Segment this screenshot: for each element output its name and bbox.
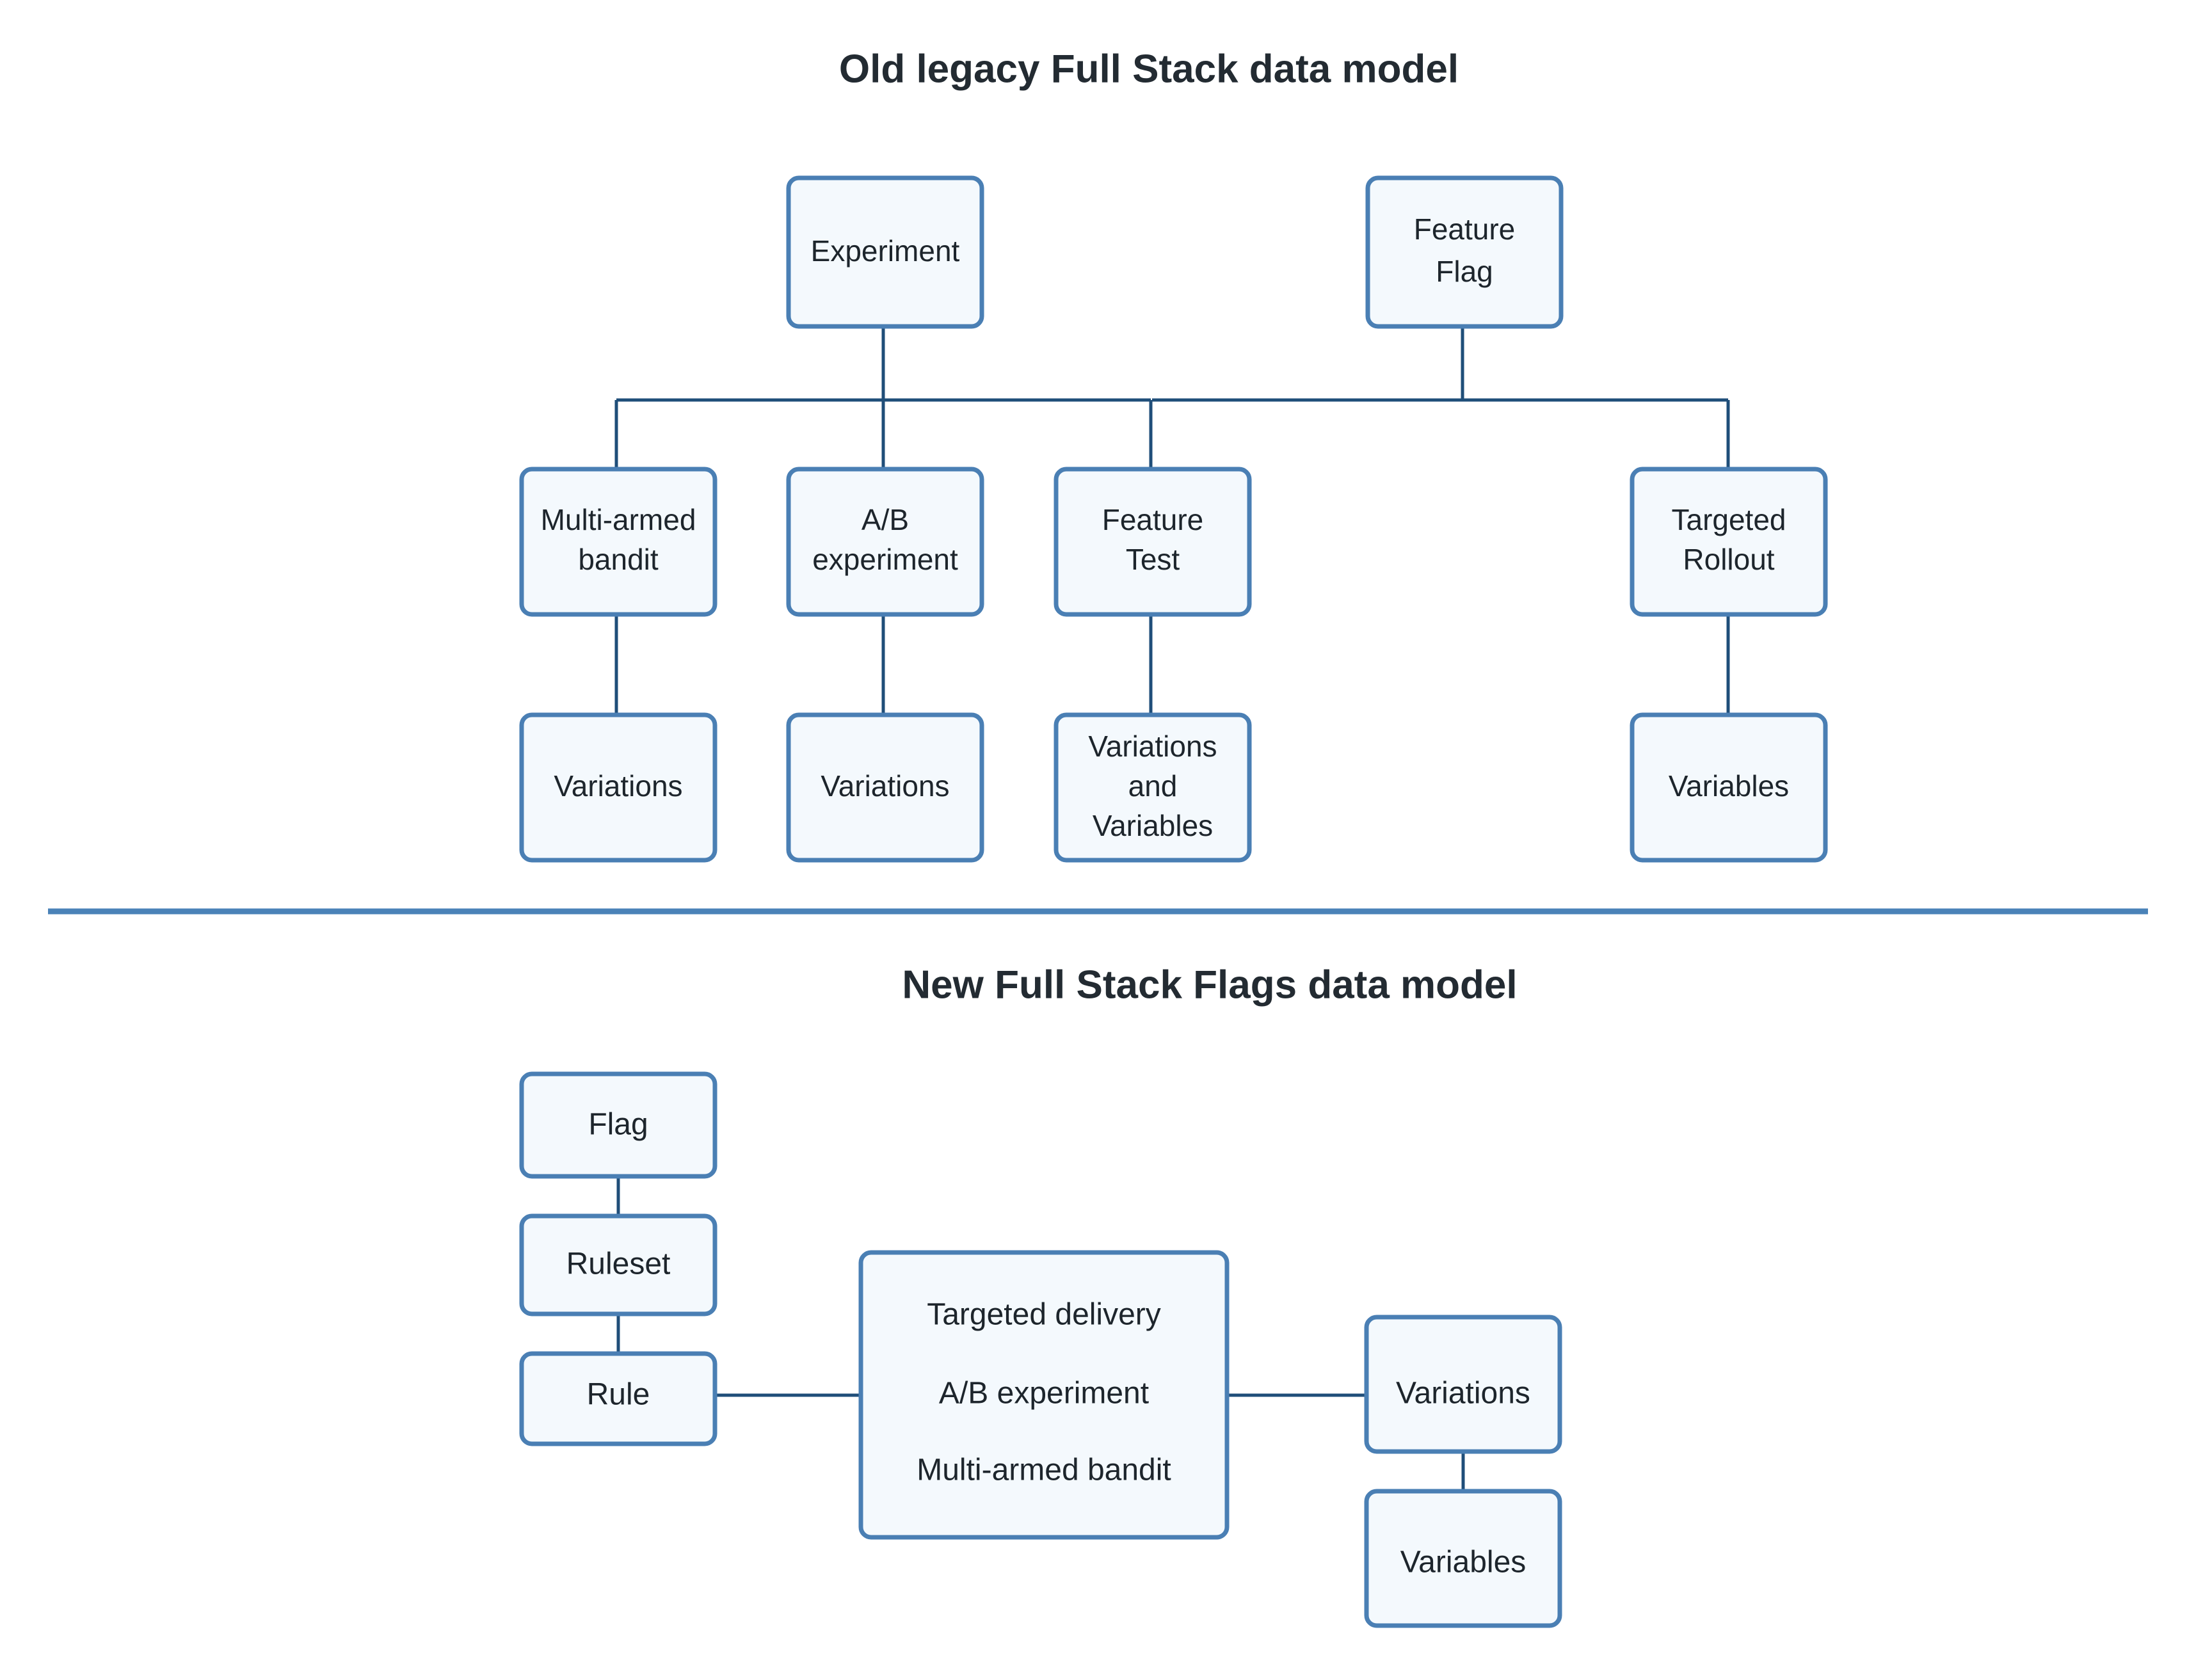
node-ruleset-box[interactable] <box>519 1213 717 1316</box>
node-ruleset-label: Ruleset <box>566 1247 671 1281</box>
node-flag[interactable]: Flag <box>519 1071 717 1179</box>
node-variations-and-variables-label-line1: Variations <box>1088 730 1217 763</box>
node-delivery-modes-label-ab-experiment: A/B experiment <box>939 1377 1149 1411</box>
node-targeted-rollout-box[interactable] <box>1630 467 1828 617</box>
node-delivery-modes-label-multi-armed-bandit: Multi-armed bandit <box>917 1453 1171 1487</box>
node-variations-mab[interactable]: Variations <box>519 712 717 863</box>
node-multi-armed-bandit[interactable]: Multi-armed bandit <box>519 467 717 617</box>
node-targeted-rollout-label-line1: Targeted <box>1671 503 1786 536</box>
new-model-title: New Full Stack Flags data model <box>902 963 1517 1007</box>
node-flag-label: Flag <box>588 1108 648 1142</box>
node-flag-box[interactable] <box>519 1071 717 1179</box>
node-rule-box[interactable] <box>519 1351 717 1446</box>
new-model-connectors <box>616 1176 1465 1491</box>
node-variations-mab-box[interactable] <box>519 712 717 863</box>
node-feature-flag[interactable]: Feature Flag <box>1365 175 1564 329</box>
node-ab-experiment-label-line2: experiment <box>812 543 958 576</box>
node-ab-experiment-label-line1: A/B <box>862 503 909 536</box>
node-experiment-box[interactable] <box>786 175 984 329</box>
node-targeted-rollout-label-line2: Rollout <box>1683 543 1774 576</box>
node-variables-rollout[interactable]: Variables <box>1630 712 1828 863</box>
old-model-connectors <box>614 326 1730 715</box>
node-ab-experiment-box[interactable] <box>786 467 984 617</box>
node-variables-rollout-label: Variables <box>1669 769 1789 803</box>
node-variations[interactable]: Variations <box>1364 1315 1562 1454</box>
node-feature-flag-label-line2: Flag <box>1436 255 1493 288</box>
node-variations-and-variables-box[interactable] <box>1054 712 1252 863</box>
node-variations-and-variables[interactable]: Variations and Variables <box>1054 712 1252 863</box>
node-multi-armed-bandit-label-line2: bandit <box>578 543 659 576</box>
node-feature-flag-label-line1: Feature <box>1414 212 1516 246</box>
node-rule[interactable]: Rule <box>519 1351 717 1446</box>
node-feature-test-box[interactable] <box>1054 467 1252 617</box>
node-experiment[interactable]: Experiment <box>786 175 984 329</box>
node-experiment-label: Experiment <box>811 234 960 268</box>
node-delivery-modes-label-targeted-delivery: Targeted delivery <box>927 1298 1161 1332</box>
node-multi-armed-bandit-label-line1: Multi-armed <box>541 503 696 536</box>
node-variables-label: Variables <box>1400 1546 1527 1580</box>
node-variations-and-variables-label-line3: Variables <box>1093 809 1213 842</box>
node-targeted-rollout[interactable]: Targeted Rollout <box>1630 467 1828 617</box>
node-variations-and-variables-label-line2: and <box>1128 769 1178 803</box>
node-ab-experiment[interactable]: A/B experiment <box>786 467 984 617</box>
node-variations-label: Variations <box>1396 1377 1530 1411</box>
node-feature-flag-box[interactable] <box>1365 175 1564 329</box>
node-ruleset[interactable]: Ruleset <box>519 1213 717 1316</box>
node-variations-ab-label: Variations <box>821 769 949 803</box>
node-variations-mab-label: Variations <box>554 769 682 803</box>
node-variations-ab-box[interactable] <box>786 712 984 863</box>
node-rule-label: Rule <box>587 1378 650 1412</box>
node-delivery-modes-box[interactable] <box>858 1250 1230 1540</box>
node-feature-test-label-line2: Test <box>1126 543 1180 576</box>
node-feature-test-label-line1: Feature <box>1102 503 1204 536</box>
node-variables[interactable]: Variables <box>1364 1489 1562 1628</box>
node-variables-box[interactable] <box>1364 1489 1562 1628</box>
node-variations-ab[interactable]: Variations <box>786 712 984 863</box>
node-variations-box[interactable] <box>1364 1315 1562 1454</box>
old-model-title: Old legacy Full Stack data model <box>839 47 1459 91</box>
node-feature-test[interactable]: Feature Test <box>1054 467 1252 617</box>
node-multi-armed-bandit-box[interactable] <box>519 467 717 617</box>
node-delivery-modes[interactable]: Targeted delivery A/B experiment Multi-a… <box>858 1250 1230 1540</box>
node-variables-rollout-box[interactable] <box>1630 712 1828 863</box>
